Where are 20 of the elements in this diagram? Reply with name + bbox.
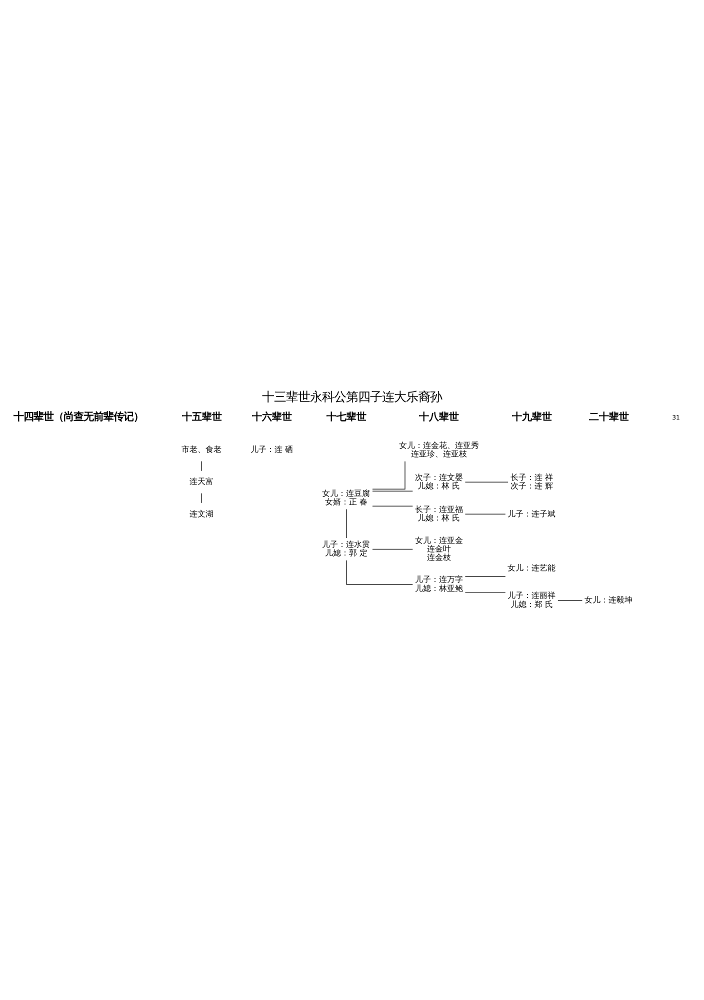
connector [372, 506, 414, 507]
connector [464, 576, 506, 577]
label: 十六辈世 [252, 412, 292, 423]
connector [372, 461, 406, 490]
label: 十四辈世（尚查无前辈传记） [14, 410, 144, 423]
diagram-title: 十三辈世永科公第四子连大乐裔孙 [262, 390, 442, 404]
connector [346, 560, 414, 585]
label: 二十辈世 [588, 412, 629, 423]
connector [372, 490, 414, 492]
connector [372, 548, 414, 550]
connector [201, 460, 202, 472]
label: 十七辈世 [326, 412, 366, 423]
connector [558, 600, 583, 601]
label: 十八辈世 [419, 412, 460, 423]
label: 十九辈世 [512, 412, 552, 423]
connector [346, 508, 347, 538]
connector [464, 514, 506, 515]
connector [464, 592, 506, 593]
label: 十五辈世 [182, 412, 222, 423]
connector [201, 492, 202, 504]
